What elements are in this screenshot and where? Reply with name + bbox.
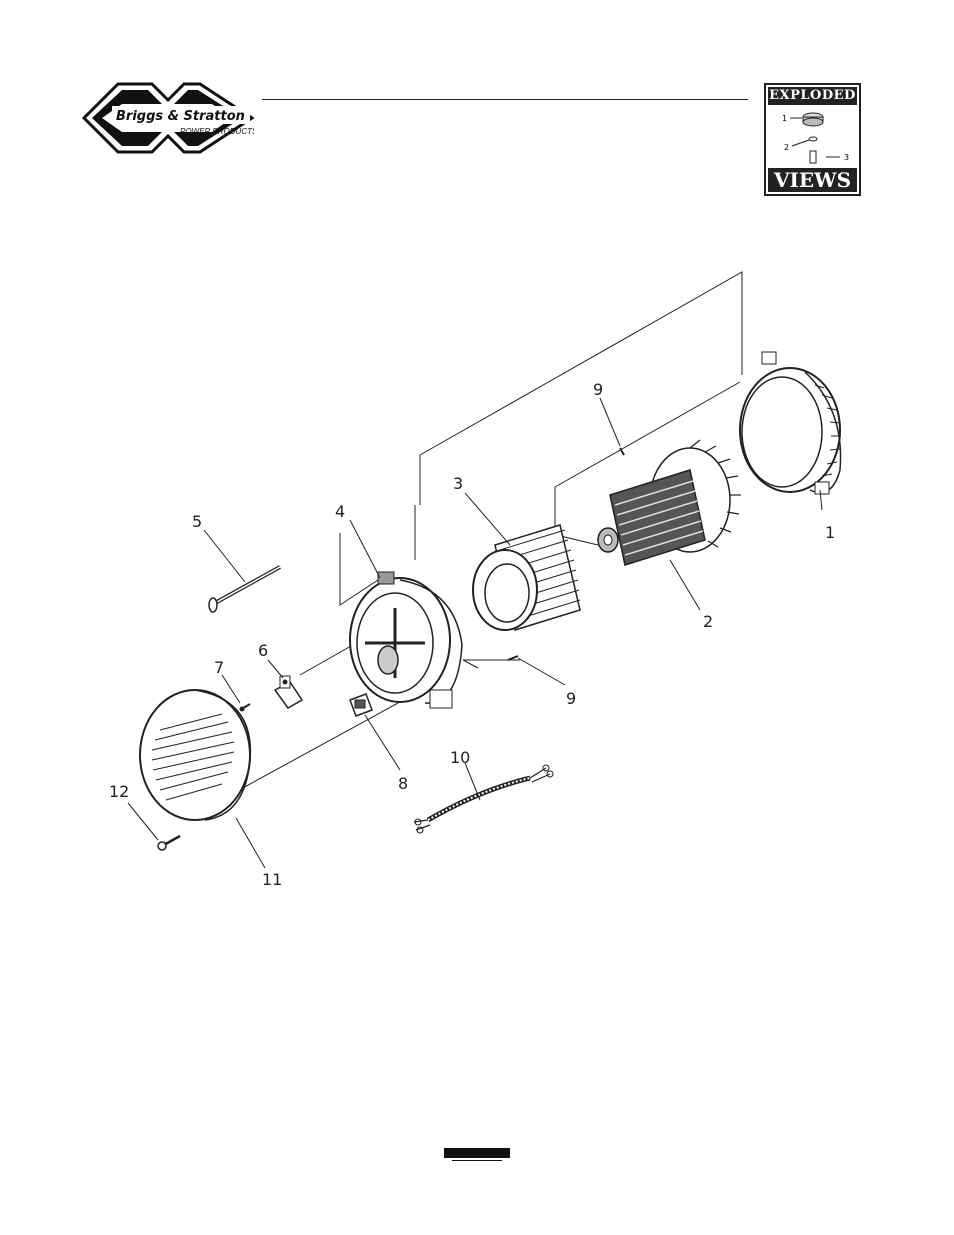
end-bell-housing — [740, 352, 841, 494]
page-tab-underline — [452, 1160, 502, 1161]
callout-8: 8 — [398, 774, 408, 793]
rotor-assembly — [598, 440, 741, 565]
callout-5: 5 — [192, 512, 202, 531]
callout-9-top: 9 — [593, 380, 603, 399]
screw-small — [240, 704, 250, 711]
rectifier-bracket — [350, 694, 372, 716]
wire-harness — [414, 765, 553, 833]
callout-7: 7 — [214, 658, 224, 677]
grille-screw — [158, 836, 180, 850]
callout-2: 2 — [703, 612, 713, 631]
brush-holder — [275, 676, 302, 708]
stator — [473, 525, 580, 630]
page-tab-marker — [444, 1148, 510, 1158]
callout-9-bottom: 9 — [566, 689, 576, 708]
through-bolt — [209, 567, 280, 612]
callout-10: 10 — [450, 748, 470, 767]
callout-11: 11 — [262, 870, 282, 889]
callout-12: 12 — [109, 782, 129, 801]
callout-1: 1 — [825, 523, 835, 542]
callout-4: 4 — [335, 502, 345, 521]
callout-3: 3 — [453, 474, 463, 493]
front-end-bell — [350, 572, 462, 708]
grille-cover — [140, 690, 250, 820]
callout-6: 6 — [258, 641, 268, 660]
